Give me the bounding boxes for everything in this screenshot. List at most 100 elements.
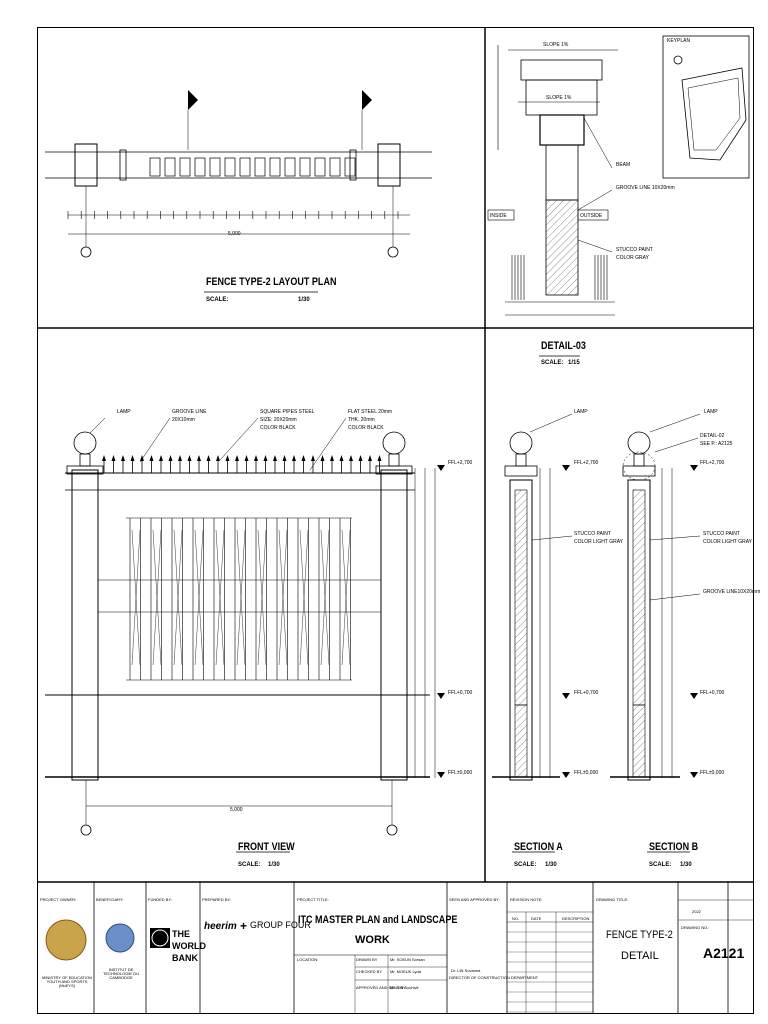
tb-project-title-2: WORK [355,934,390,946]
front-view-scale-label: SCALE: [238,862,261,868]
fv-ffl-0000-marker [437,772,445,778]
plan-pillar-left [74,143,98,187]
d3-leader-beam [583,117,613,169]
fv-ffl-2700: FFL+2,700 [448,460,473,466]
fv-ffl-0700-marker [437,693,445,699]
detail03-beam: BEAM [616,162,631,168]
d3-pier-upper [545,144,579,201]
plan-post-left [119,149,127,181]
d3-beam [539,114,585,146]
fv-flat-1: FLAT STEEL 20mm [348,409,393,415]
fv-spike-tip [358,455,363,461]
fv-diag [278,529,288,666]
tb-rev-no: NO. [512,916,520,921]
tb-seen-name: Dr. LIN Sovanna [451,968,481,973]
fv-groove-size: 20X10mm [172,417,195,423]
sa-lamp: LAMP [574,409,588,415]
fv-spike-tip [254,455,258,461]
d3-cap-top [520,59,603,81]
plan-baluster [164,157,176,177]
fv-pillar-left [71,469,99,781]
fv-spike-tip [282,455,287,461]
fv-spike-tip [320,455,325,461]
sb-stucco-1: STUCCO PAINT [703,531,740,537]
fv-diag [194,529,204,666]
fv-spike-tip [102,455,106,461]
fv-spike-tip [235,455,239,461]
keyplan-frame [662,35,750,179]
section-a-title: SECTION A [514,841,563,853]
plan-baluster [224,157,236,177]
fv-pipes-3: COLOR BLACK [260,425,296,431]
d3-leader-groove [577,189,613,211]
tb-year: 2022 [692,909,701,914]
plan-baluster [269,157,281,177]
fv-spike-tip [244,455,249,461]
tb-seen-role: DIRECTOR OF CONSTRUCTION DEPARTMENT [449,975,539,980]
sb-lamp [627,431,651,455]
detail03-stucco-2: COLOR GRAY [616,255,649,261]
sa-pillar [509,479,533,781]
plan-baluster [314,157,326,177]
tb-rev-desc: DESCRIPTION [562,916,590,921]
keyplan-site [681,67,747,161]
tb-rev-date: DATE [531,916,542,921]
world-bank-globe [151,929,169,947]
sa-ffl-2700-marker [562,465,570,471]
sb-detail02-1: DETAIL-02 [700,433,725,439]
fv-spike-tip [111,455,116,461]
fv-diag [152,529,162,666]
plan-baluster [209,157,221,177]
fv-spike-tip [197,455,201,461]
tb-beneficiary-name: INSTITUT DE TECHNOLOGIE DU CAMBODGE [102,967,139,980]
sb-ffl-0000: FFL±0,000 [700,770,725,776]
sb-lamp: LAMP [704,409,718,415]
fv-lamp-left [73,431,97,455]
front-view-title: FRONT VIEW [238,841,295,853]
sb-lamp-base [633,453,645,467]
detail03-stucco-1: STUCCO PAINT [616,247,653,253]
beneficiary-logo [105,923,135,953]
tb-approved-label: APPROVED AND SENT BY [356,985,406,990]
detail03-scale-label: SCALE: [541,360,564,366]
tb-firm-plus: + [240,919,248,933]
fv-flat-3: COLOR BLACK [348,425,384,431]
detail03-inside: INSIDE [490,213,507,219]
layout-plan-scale: 1/30 [298,297,310,303]
tb-firm-2: GROUP FOUR [250,920,311,930]
fv-spike-tip [216,455,220,461]
fv-pipes-1: SQUARE PIPES STEEL [260,409,315,415]
fv-diag [173,529,183,666]
sb-groove: GROOVE LINE10X20mm [703,589,761,595]
fv-diag [131,529,141,666]
layout-plan-scale-label: SCALE: [206,297,229,303]
plan-grid-bubble-2 [387,246,399,258]
keyplan-inner [687,77,741,151]
detail03-groove: GROOVE LINE 10X20mm [616,185,675,191]
tb-drawing-no-label: DRAWING NO.: [681,925,710,930]
plan-baluster [179,157,191,177]
fv-spike-tip [159,455,163,461]
tb-revision-label: REVISION NOTE: [510,897,543,902]
fv-spike-tip [178,455,182,461]
sb-ffl-2700: FFL+2,700 [700,460,725,466]
plan-baluster [299,157,311,177]
front-view-scale: 1/30 [268,862,280,868]
d3-outside-box [577,209,609,221]
sa-lamp-base [515,453,527,467]
fv-spike-tip [140,455,144,461]
plan-post-right [349,149,357,181]
tb-drawing-title-1: FENCE TYPE-2 [606,929,673,941]
fv-ffl-0700: FFL+0,700 [448,690,473,696]
sb-ffl-0700: FFL+0,700 [700,690,725,696]
sa-leader-stucco [531,535,573,541]
detail03-scale: 1/15 [568,360,580,366]
tb-funder-1: THE [172,929,190,939]
section-a-scale: 1/30 [545,862,557,868]
fv-spike-tip [206,455,211,461]
sa-ffl-2700: FFL+2,700 [574,460,599,466]
tb-owner-label: PROJECT OWNER: [40,897,77,902]
tb-approved-by: Mr. SIN Sochivit [390,985,419,990]
tb-prepared-label: PREPARED BY: [202,897,232,902]
keyplan-north [673,55,683,65]
